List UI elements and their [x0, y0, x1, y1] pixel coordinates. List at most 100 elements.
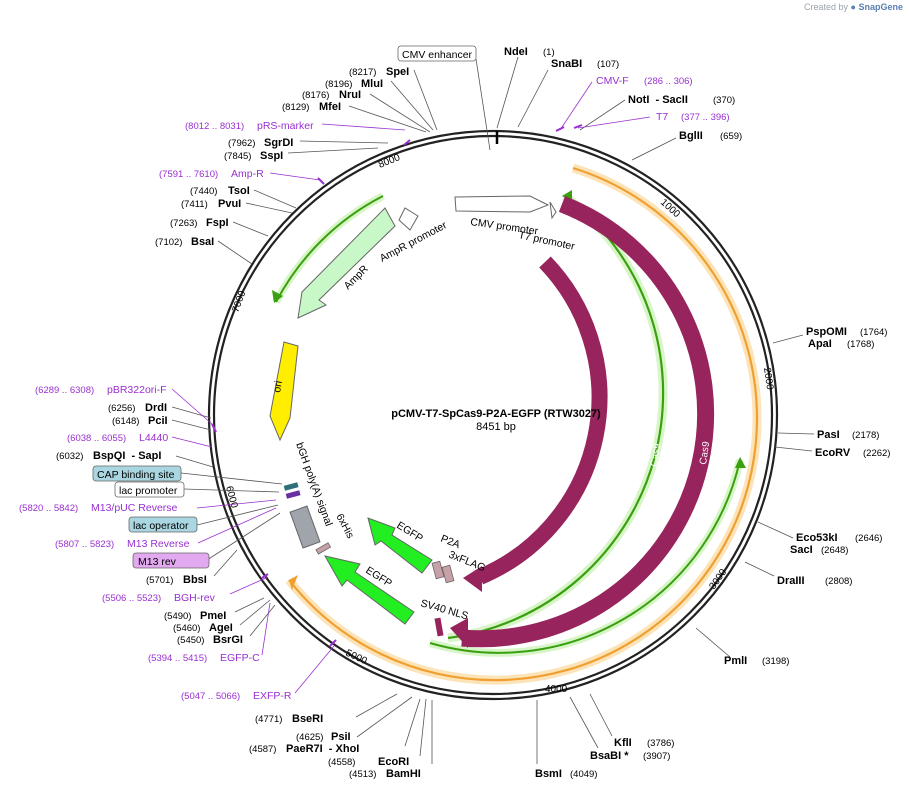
primer-pbr322: pBR322ori-F [107, 384, 167, 396]
site-bsabi-pos: (3907) [643, 751, 670, 762]
primer-l4440-range: (6038 .. 6055) [67, 433, 126, 444]
primer-prsmarker-range: (8012 .. 8031) [185, 121, 244, 132]
cas9-inner-arrow [476, 256, 608, 585]
primer-mark-6300 [211, 423, 217, 433]
small-feature-1 [283, 482, 299, 491]
site-bseri-pos: (4771) [255, 714, 282, 725]
primer-cmvf: CMV-F [596, 75, 629, 87]
site-mlui: MluI [361, 78, 383, 90]
primer-m13puc: M13/pUC Reverse [91, 502, 178, 514]
svg-text:CAP binding site: CAP binding site [97, 469, 175, 481]
tick-7000: 7000 [230, 289, 248, 314]
credit-text: Created by ● SnapGene [804, 2, 903, 12]
t7-promoter-arrow [549, 201, 557, 220]
leader-cmvf [559, 81, 593, 131]
credit-brand: SnapGene [858, 2, 903, 12]
leader-pasi [777, 432, 815, 435]
site-pcii: PciI [148, 415, 168, 427]
leader-lacpromoter [183, 488, 280, 493]
site-draiii-pos: (2808) [825, 576, 852, 587]
leader-cmv-enhancer [475, 58, 491, 151]
svg-text:CMV enhancer: CMV enhancer [402, 49, 473, 61]
site-pmei-pos: (5490) [164, 611, 191, 622]
svg-text:lac promoter: lac promoter [119, 485, 178, 497]
leader-noti [579, 99, 626, 131]
primer-m13reverse-range: (5807 .. 5823) [55, 539, 114, 550]
site-sspi-pos: (7845) [224, 151, 251, 162]
orf-arc-green-1-line [447, 195, 665, 640]
boxed-m13-rev: M13 rev [132, 552, 210, 569]
site-ecorv: EcoRV [815, 447, 851, 459]
site-sspi: SspI [260, 150, 283, 162]
site-snabi: SnaBI [551, 58, 582, 70]
site-bspqi-pos: (6032) [56, 451, 83, 462]
primer-mark-top2 [573, 124, 583, 129]
site-ndei-pos: (1) [543, 47, 555, 58]
leader-pbr322 [171, 388, 213, 425]
leader-kfli [589, 693, 613, 737]
site-fspi: FspI [206, 217, 229, 229]
site-paer7i-xhoi: PaeR7I - XhoI [286, 743, 359, 755]
leader-m13puc [196, 499, 277, 509]
svg-text:lac operator: lac operator [133, 520, 189, 532]
leader-snabi [517, 69, 549, 128]
egfp-outer-arrow [324, 555, 415, 625]
primer-egfpc-range: (5394 .. 5415) [148, 653, 207, 664]
site-pmei: PmeI [200, 610, 226, 622]
leader-fspi [232, 221, 269, 237]
leader-xhoi [404, 698, 421, 747]
site-psii: PsiI [331, 731, 351, 743]
site-ecori-pos: (4558) [328, 757, 355, 768]
leader-bglii [631, 137, 677, 161]
tick-4000: 4000 [545, 684, 568, 695]
site-draiii: DraIII [777, 575, 805, 587]
primer-pbr322-range: (6289 .. 6308) [35, 385, 94, 396]
site-psii-pos: (4625) [296, 732, 323, 743]
snapgene-logo-icon: ● [850, 2, 856, 12]
p2a-box [431, 560, 445, 580]
site-bbsi: BbsI [183, 574, 207, 586]
site-snabi-pos: (107) [597, 59, 619, 70]
leader-bsabi [569, 696, 599, 749]
primer-bghrev-range: (5506 .. 5523) [102, 593, 161, 604]
site-ecorv-pos: (2262) [863, 448, 890, 459]
site-pmli-pos: (3198) [762, 656, 789, 667]
site-kfli-pos: (3786) [647, 738, 674, 749]
leader-bsai [217, 240, 253, 265]
boxed-cap-binding-site: CAP binding site [92, 465, 182, 482]
site-bsrgi-pos: (5450) [177, 635, 204, 646]
site-bsrgi: BsrGI [213, 634, 243, 646]
primer-exfpr: EXFP-R [253, 690, 292, 702]
leader-exfpr [294, 645, 335, 694]
site-fspi-pos: (7263) [170, 218, 197, 229]
ampr-arrow [297, 207, 396, 319]
plasmid-length: 8451 bp [476, 421, 516, 433]
site-bspqi-sapi: BspQI - SapI [93, 450, 161, 462]
site-tsoi: TsoI [228, 185, 250, 197]
site-noti-pos: (370) [713, 95, 735, 106]
primer-mark-5500 [261, 573, 269, 579]
sv40-nls-box [434, 617, 444, 637]
credit-prefix: Created by [803, 2, 849, 12]
site-bsai: BsaI [191, 236, 214, 248]
primer-l4440: L4440 [139, 432, 168, 444]
site-paer7i-pos: (4587) [249, 744, 276, 755]
small-feature-2 [285, 490, 301, 499]
site-ecori: EcoRI [378, 756, 409, 768]
plasmid-name: pCMV-T7-SpCas9-P2A-EGFP (RTW3027) [391, 408, 601, 420]
leader-mfei [348, 105, 427, 133]
orf-arc-green-3-head [272, 290, 283, 303]
site-sgrdi-pos: (7962) [228, 138, 255, 149]
flag-label: 3xFLAG [447, 549, 487, 575]
site-apai: ApaI [808, 338, 832, 350]
leader-draiii [744, 561, 775, 577]
orf-arc-green-2-line [429, 459, 741, 654]
leader-pvui [245, 202, 293, 214]
site-agei: AgeI [209, 622, 233, 634]
leader-tsoi [253, 189, 297, 209]
primer-egfpc: EGFP-C [220, 652, 260, 664]
site-agei-pos: (5460) [173, 623, 200, 634]
site-bamhi: BamHI [386, 768, 421, 780]
site-eco53ki-pos: (2646) [855, 533, 882, 544]
